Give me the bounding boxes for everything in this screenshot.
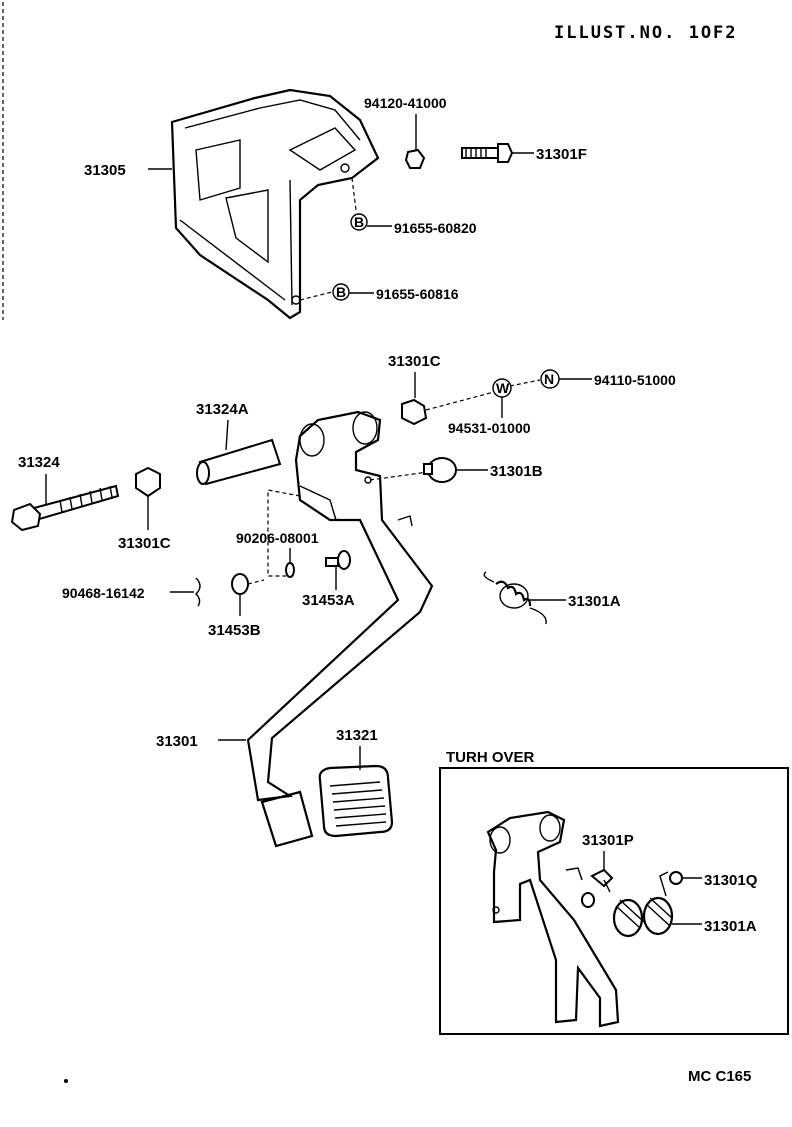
label-94120-41000: 94120-41000 xyxy=(364,95,447,111)
badge-b-text: B xyxy=(336,284,346,300)
badge-b-icon xyxy=(350,213,368,231)
pin-31453a-icon xyxy=(325,550,351,570)
badge-w-text: W xyxy=(496,380,510,396)
label-31301C-left: 31301C xyxy=(118,535,171,552)
nut-icon xyxy=(401,398,428,426)
nut-icon xyxy=(135,466,161,498)
bolt-31324-icon xyxy=(10,484,120,532)
label-31321: 31321 xyxy=(336,727,378,744)
nut-icon xyxy=(404,148,426,169)
spring-icon xyxy=(483,571,547,625)
dot-mark xyxy=(64,1079,68,1083)
badge-n-text: N xyxy=(544,371,554,387)
label-31301: 31301 xyxy=(156,733,198,750)
label-31305: 31305 xyxy=(84,162,126,179)
label-31301A-inset: 31301A xyxy=(704,918,757,935)
pedal-pad-icon xyxy=(318,764,394,838)
label-31453B: 31453B xyxy=(208,622,261,639)
stopper-icon xyxy=(423,457,457,483)
diagram-code: MC C165 xyxy=(688,1068,751,1085)
pedal-bracket-drawing xyxy=(170,88,380,320)
badge-b-icon xyxy=(332,283,350,301)
sleeve-icon xyxy=(196,438,282,486)
washer-icon xyxy=(231,573,249,595)
label-31301F: 31301F xyxy=(536,146,587,163)
label-90468-16142: 90468-16142 xyxy=(62,585,145,601)
nut-icon xyxy=(669,871,683,885)
label-31301Q: 31301Q xyxy=(704,872,758,889)
bushing-icon xyxy=(581,892,595,908)
label-91655-60820: 91655-60820 xyxy=(394,220,477,236)
label-31453A: 31453A xyxy=(302,592,355,609)
label-94531-01000: 94531-01000 xyxy=(448,420,531,436)
label-31301B: 31301B xyxy=(490,463,543,480)
label-31324A: 31324A xyxy=(196,401,249,418)
clip-icon xyxy=(590,868,614,888)
badge-b-text: B xyxy=(354,214,364,230)
inset-frame xyxy=(439,767,789,1035)
label-31301P: 31301P xyxy=(582,832,634,849)
brake-pedal-arm-drawing xyxy=(246,410,434,848)
label-94110-51000: 94110-51000 xyxy=(594,372,676,388)
inset-title: TURH OVER xyxy=(446,749,535,766)
label-91655-60816: 91655-60816 xyxy=(376,286,459,302)
label-90206-08001: 90206-08001 xyxy=(236,530,319,546)
label-31301C-top: 31301C xyxy=(388,353,441,370)
illust-number: ILLUST.NO. 1OF2 xyxy=(554,23,738,43)
bolt-31301f-icon xyxy=(461,143,514,163)
label-31301A: 31301A xyxy=(568,593,621,610)
pin-icon xyxy=(285,562,295,578)
label-31324: 31324 xyxy=(18,454,60,471)
inset-pedal-drawing xyxy=(486,810,620,1028)
clip-icon xyxy=(195,577,201,607)
inset-spring-icon xyxy=(603,871,674,938)
